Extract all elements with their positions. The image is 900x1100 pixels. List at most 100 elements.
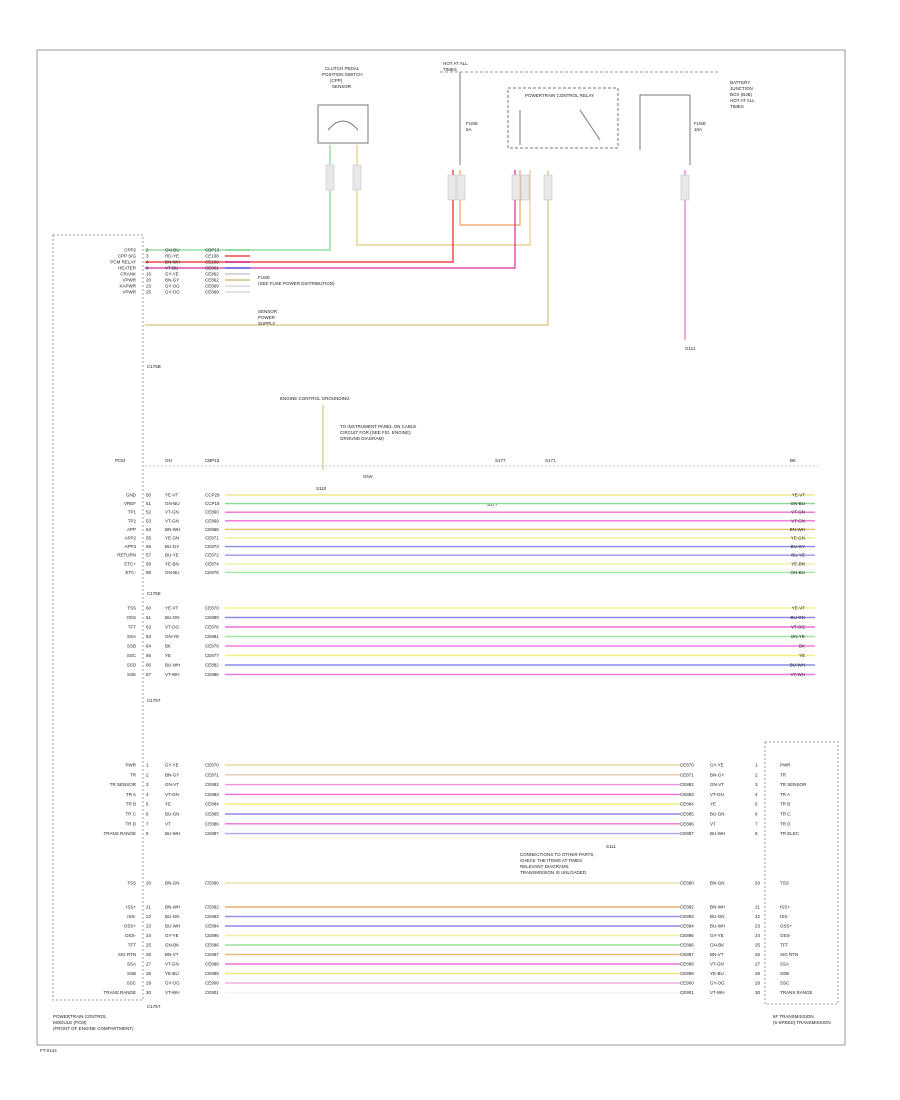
s2-label-6: APP3 — [124, 544, 136, 549]
s1-pin-4: 16 — [146, 272, 152, 277]
s6-label-0: ISS+ — [126, 905, 136, 910]
section1-note-a-1: FUSE — [258, 275, 270, 280]
s4-rpin-7: 8 — [755, 831, 758, 836]
s2-right-4: BN-WH — [790, 527, 805, 532]
s1-circuit-7: CE869 — [205, 290, 219, 295]
s4-pin-3: 4 — [146, 792, 149, 797]
pcm-name-3: (FRONT OF ENGINE COMPARTMENT) — [53, 1026, 134, 1031]
s2-head-left: PCM — [115, 458, 125, 463]
ground-note-1: TO INSTRUMENT PANEL ON CABLE — [340, 424, 416, 429]
s6-circuit-7: CE899 — [205, 971, 219, 976]
s6-pin-4: 25 — [146, 943, 152, 948]
s2-color-5: YE-GN — [165, 536, 179, 541]
s6-label-9: TRANS RANGE — [103, 990, 136, 995]
s5-rcolor-0: BN-GN — [710, 881, 725, 886]
s6-pin-1: 22 — [146, 914, 152, 919]
s3-right-5: YE — [799, 653, 805, 658]
s6-color-6: VT-GN — [165, 962, 179, 967]
svg-text:(CPP): (CPP) — [330, 78, 343, 83]
s1-label-3: HEATER — [118, 266, 137, 271]
s2-label-7: RETURN — [117, 553, 136, 558]
s1-circuit-4: CE862 — [205, 272, 219, 277]
s4-color-0: GY-YE — [165, 763, 179, 768]
s4-rcircuit-4: CE884 — [680, 802, 694, 807]
s6-rcolor-9: VT-WH — [710, 990, 725, 995]
pcm-relay: POWERTRAIN CONTROL RELAY — [507, 87, 619, 149]
s6-label-2: OSS+ — [124, 924, 137, 929]
s1-pin-6: 23 — [146, 284, 152, 289]
s4-rlabel-0: PWR — [780, 763, 791, 768]
s6-label-4: TFT — [128, 943, 136, 948]
s2-label-2: TP1 — [128, 510, 137, 515]
s4-rcolor-7: BU-WH — [710, 831, 725, 836]
s4-color-6: VT — [165, 821, 171, 826]
s6-rlabel-9: TRANS RANGE — [780, 990, 813, 995]
s4-pin-5: 6 — [146, 812, 149, 817]
s5-rpin-0: 20 — [755, 881, 761, 886]
s3-label-5: SSC — [127, 653, 137, 658]
s2-circuit-6: CE873 — [205, 544, 219, 549]
s6-label-8: SSC — [127, 981, 137, 986]
s1-color-3: VT-BU — [165, 266, 178, 271]
s4-rlabel-4: TR B — [780, 802, 790, 807]
s2-pin-4: 54 — [146, 527, 152, 532]
s2-head-tag3: BK — [790, 458, 796, 463]
s6-rlabel-1: ISS- — [780, 914, 789, 919]
s2-color-3: VT-GN — [165, 518, 179, 523]
s6-rcircuit-4: CE896 — [680, 943, 694, 948]
s4-rpin-5: 6 — [755, 812, 758, 817]
s3-right-6: BU-WH — [790, 663, 805, 668]
s4-rpin-6: 7 — [755, 821, 758, 826]
svg-text:FUSE: FUSE — [694, 121, 706, 126]
s4-pin-0: 1 — [146, 763, 149, 768]
s3-label-6: SSD — [127, 663, 137, 668]
s3-pin-0: 60 — [146, 606, 152, 611]
s3-color-5: YE — [165, 653, 171, 658]
s3-color-1: BU-GN — [165, 615, 180, 620]
s2-head-tag1: S171 — [545, 458, 556, 463]
s2-circuit-9: CE875 — [205, 570, 219, 575]
s4-rcolor-5: BU-GN — [710, 812, 725, 817]
s1-color-7: GY-OG — [165, 290, 180, 295]
s6-pin-3: 24 — [146, 933, 152, 938]
s4-rcolor-0: GY-YE — [710, 763, 724, 768]
s6-color-1: BU-GN — [165, 914, 180, 919]
pcm-connector-4: C175T — [147, 1004, 161, 1009]
s6-rpin-9: 30 — [755, 990, 761, 995]
s4-rcircuit-7: CE887 — [680, 831, 694, 836]
s4-pin-7: 8 — [146, 831, 149, 836]
s4-pin-1: 2 — [146, 772, 149, 777]
s6-rpin-8: 29 — [755, 981, 761, 986]
section1-note-b-3: SUPPLY — [258, 321, 275, 326]
s6-rlabel-7: SSB — [780, 971, 789, 976]
ground-note-3: GROUND DIAGRAM) — [340, 436, 384, 441]
s1-pin-5: 20 — [146, 278, 152, 283]
s6-rcolor-0: BN-WH — [710, 905, 725, 910]
s1-label-5: VPWR — [123, 278, 137, 283]
s4-rlabel-2: TR SENSOR — [780, 782, 807, 787]
s2-label-9: ETC- — [126, 570, 137, 575]
tcm-box — [764, 741, 839, 1005]
s4-rpin-4: 5 — [755, 802, 758, 807]
pcm-box — [52, 234, 144, 1001]
svg-text:10A: 10A — [694, 127, 702, 132]
s4-color-4: YE — [165, 802, 171, 807]
s2-head-tag2: GNV — [363, 474, 373, 479]
s3-pin-6: 66 — [146, 663, 152, 668]
s6-circuit-9: CE901 — [205, 990, 219, 995]
s4-color-1: BN-GY — [165, 772, 179, 777]
s4-rcircuit-5: CE885 — [680, 812, 694, 817]
top-feed-wires — [145, 145, 686, 340]
s6-color-2: BU-WH — [165, 924, 180, 929]
s3-color-7: VT-WH — [165, 672, 180, 677]
s4-color-7: BU-WH — [165, 831, 180, 836]
s6-pin-9: 30 — [146, 990, 152, 995]
s3-circuit-2: CE876 — [205, 625, 219, 630]
s6-label-7: SSB — [127, 971, 136, 976]
s6-rlabel-0: ISS+ — [780, 905, 790, 910]
s6-circuit-2: CE894 — [205, 924, 219, 929]
s3-pin-5: 65 — [146, 653, 152, 658]
s2-pin-7: 57 — [146, 553, 152, 558]
s5-rcircuit-0: CE890 — [680, 881, 694, 886]
